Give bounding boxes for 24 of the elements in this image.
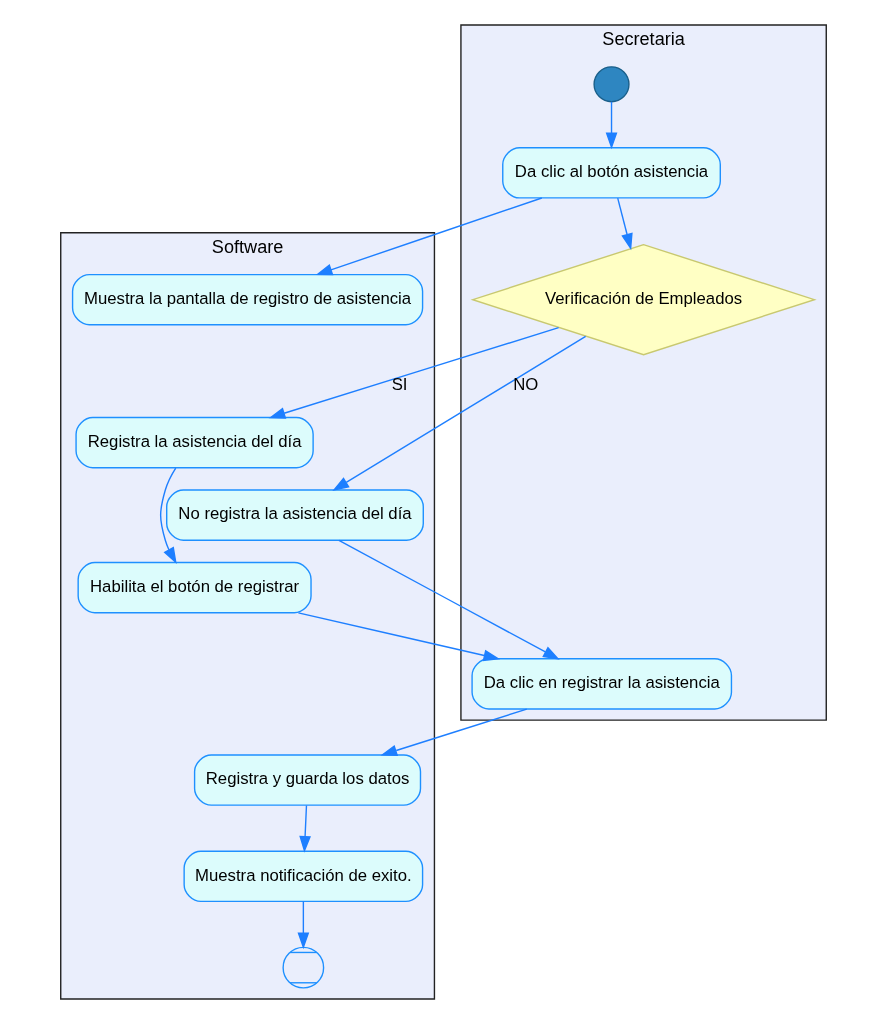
- arrow: [617, 197, 633, 251]
- arrow: [299, 804, 311, 853]
- node-box: Registra la asistencia del día: [75, 416, 314, 469]
- arrow: [338, 539, 560, 660]
- node-box: Muestra notificación de exito.: [183, 850, 424, 903]
- arrow: [159, 467, 177, 565]
- arrow: [332, 335, 587, 491]
- node-box: No registra la asistencia del día: [166, 489, 424, 541]
- node-circle: [593, 66, 630, 103]
- node-circle: [282, 946, 325, 989]
- arrow: [297, 900, 310, 950]
- edge-label: SI: [391, 375, 408, 395]
- arrow: [380, 708, 528, 757]
- arrow: [268, 326, 560, 419]
- node-box: Muestra la pantalla de registro de asistencia: [71, 273, 424, 326]
- arrow: [297, 612, 501, 662]
- node-box: Da clic en registrar la asistencia: [471, 658, 733, 710]
- node-box: Da clic al botón asistencia: [502, 147, 721, 199]
- node-box: Registra y guarda los datos: [193, 754, 422, 806]
- edge-label: NO: [513, 375, 539, 395]
- node-diamond: Verificación de Empleados: [470, 243, 817, 356]
- node-box: Habilita el botón de registrar: [77, 561, 312, 614]
- arrow: [315, 197, 543, 276]
- arrow: [605, 101, 618, 150]
